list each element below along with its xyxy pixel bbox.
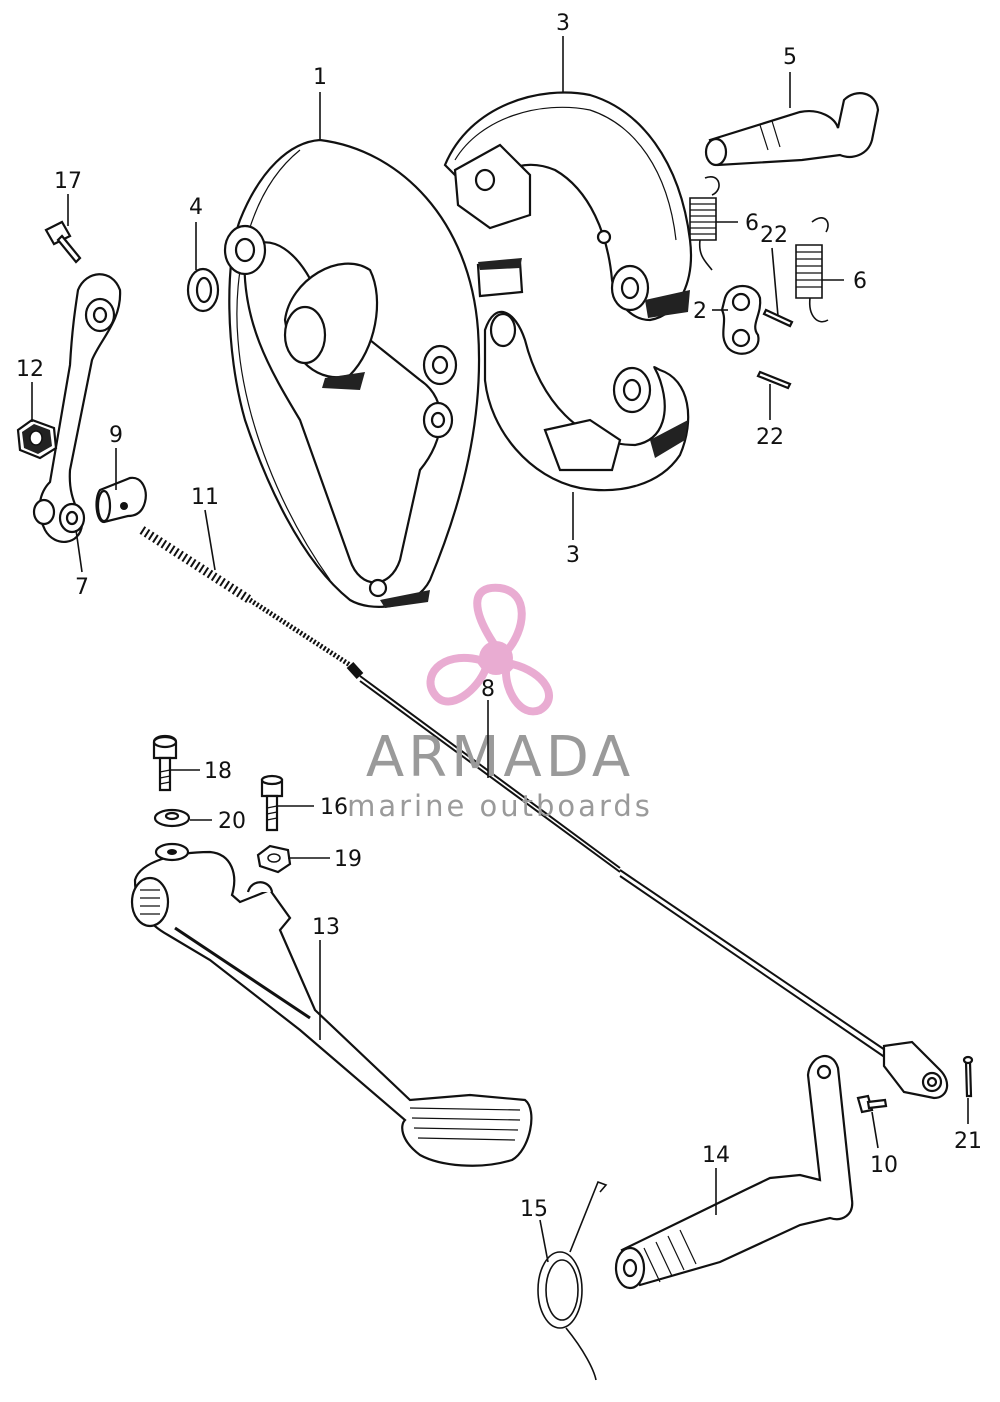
callout-18: 18 — [204, 759, 232, 784]
watermark-logo — [426, 583, 553, 716]
shoe-spring-left — [689, 176, 720, 271]
washer-20 — [153, 808, 191, 828]
callout-14: 14 — [702, 1143, 730, 1168]
callout-22-lower: 22 — [756, 425, 784, 450]
callout-11: 11 — [191, 485, 219, 510]
pin-lower — [756, 370, 792, 390]
callout-8: 8 — [481, 677, 495, 702]
callout-6-right: 6 — [853, 269, 867, 294]
watermark-brand: ARMADA — [366, 725, 634, 790]
callout-1: 1 — [313, 65, 327, 90]
callout-2: 2 — [693, 299, 707, 324]
brake-pedal — [130, 842, 533, 1167]
callout-15: 15 — [520, 1197, 548, 1222]
callout-17: 17 — [54, 169, 82, 194]
pin-upper — [762, 308, 794, 328]
callout-22-upper: 22 — [760, 223, 788, 248]
brake-arm — [32, 273, 122, 543]
bolt-16 — [260, 774, 284, 832]
callout-21: 21 — [954, 1129, 982, 1154]
callout-16: 16 — [320, 795, 348, 820]
callout-9: 9 — [109, 423, 123, 448]
callout-19: 19 — [334, 847, 362, 872]
callout-3-upper: 3 — [556, 11, 570, 36]
seal-ring — [186, 267, 220, 313]
brake-shaft — [614, 1055, 854, 1290]
callout-12: 12 — [16, 357, 44, 382]
callout-13: 13 — [312, 915, 340, 940]
brake-cam — [704, 92, 880, 167]
callout-3-lower: 3 — [566, 543, 580, 568]
return-spring — [537, 1180, 608, 1381]
nut-12 — [16, 418, 58, 460]
pin-10 — [856, 1094, 888, 1114]
brake-shoe-lower — [476, 258, 690, 492]
shoe-spring-right — [795, 217, 829, 323]
brake-rod-spring — [139, 526, 352, 668]
brake-panel — [223, 138, 481, 608]
joint-9 — [95, 476, 147, 524]
callout-labels: 1 2 3 3 4 5 6 6 7 8 9 10 11 12 13 14 15 … — [16, 11, 982, 1222]
cotter-pin-21 — [962, 1055, 974, 1098]
callout-20: 20 — [218, 809, 246, 834]
brake-shoe-upper — [443, 91, 692, 322]
callout-7: 7 — [75, 575, 89, 600]
watermark-tagline: marine outboards — [347, 789, 653, 823]
nut-19 — [256, 844, 292, 874]
callout-4: 4 — [189, 195, 203, 220]
leader-lines — [31, 36, 969, 1263]
brake-rod — [346, 661, 949, 1100]
callout-6-left: 6 — [745, 211, 759, 236]
bolt-17 — [44, 220, 82, 264]
callout-5: 5 — [783, 45, 797, 70]
callout-10: 10 — [870, 1153, 898, 1178]
brake-plate — [720, 284, 762, 355]
bolt-18 — [152, 734, 178, 792]
